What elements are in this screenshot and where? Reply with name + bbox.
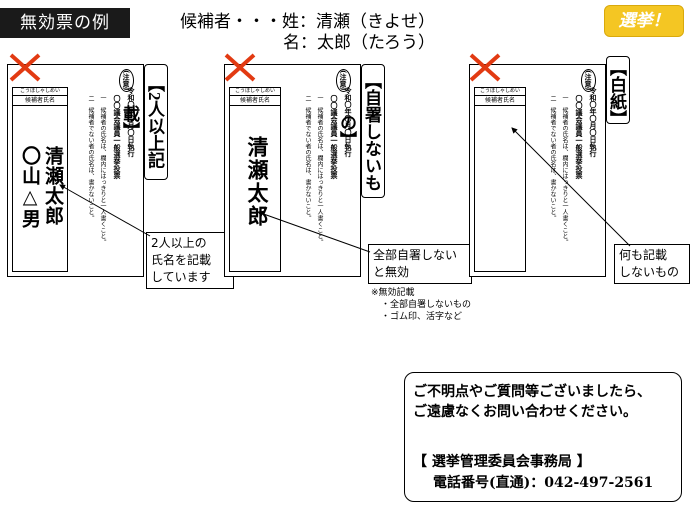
ballot-title: 〇〇議会議員一般選挙投票: [330, 95, 339, 179]
callout-line: 2人以上の: [151, 236, 207, 250]
category-label-multiple: 【2人以上記載】: [120, 64, 168, 180]
callout-blank: 何も記載 しないもの: [614, 244, 690, 284]
invalid-notes-title: ※無効記載: [371, 288, 415, 298]
contact-line-1: ご不明点やご質問等ございましたら、: [413, 384, 651, 400]
ballot-note-2: 二 候補者でない者の氏名は、書かないこと。: [549, 95, 556, 221]
office-name: 【 選挙管理委員会事務局 】: [413, 454, 591, 470]
ballot-note-2: 二 候補者でない者の氏名は、書かないこと。: [87, 95, 94, 221]
callout-line: しないもの: [619, 265, 680, 279]
invalid-cross-icon: [9, 53, 41, 82]
ballot-title: 〇〇議会議員一般選挙投票: [113, 95, 122, 179]
invalid-cross-icon: [469, 53, 501, 82]
ballot-heading: 令和〇年〇月〇日執行: [589, 87, 598, 157]
page-title: 無効票の例: [0, 8, 130, 38]
name-field-label: 候補者氏名: [13, 96, 67, 106]
invalid-cross-icon: [224, 53, 256, 82]
phone-number: 電話番号(直通)：042-497-2561: [433, 475, 654, 491]
callout-line: 全部自署しない: [373, 248, 458, 262]
callout-line: 何も記載: [619, 248, 668, 262]
invalid-note-item: ・全部自署しないもの: [381, 300, 472, 310]
candidate-name-box: こうほしゃしめい 候補者氏名: [474, 87, 526, 272]
invalid-note-item: ・ゴム印、活字など: [381, 312, 463, 322]
callout-line: 氏名を記載: [151, 253, 212, 267]
written-name-2: 〇山△男: [19, 146, 41, 229]
ballot-card-2: (注意) 令和〇年〇月〇日執行 〇〇議会議員一般選挙投票 一 候補者の氏名は、欄…: [224, 64, 361, 277]
candidate-name-box: こうほしゃしめい 候補者氏名 清瀬太郎 〇山△男: [12, 87, 68, 272]
callout-not-handwritten: 全部自署しない と無効: [368, 244, 472, 284]
name-field-label: 候補者氏名: [475, 96, 525, 106]
ballot-note-1: 一 候補者の氏名は、欄内にはっきりと一人書くこと。: [561, 95, 568, 245]
contact-box: ご不明点やご質問等ございましたら、 ご遠慮なくお問い合わせください。 【 選挙管…: [404, 372, 682, 502]
chui-mark: (注意): [336, 69, 351, 92]
written-name-1: 清瀬太郎: [42, 146, 64, 226]
callout-multiple: 2人以上の 氏名を記載 しています: [146, 232, 234, 289]
candidate-surname: 候補者・・・姓：清瀬（きよせ）: [180, 12, 435, 32]
ballot-note-1: 一 候補者の氏名は、欄内にはっきりと一人書くこと。: [99, 95, 106, 245]
name-field-label: 候補者氏名: [230, 96, 280, 106]
election-badge: 選挙！: [604, 5, 684, 37]
kana-label: こうほしゃしめい: [13, 88, 67, 96]
ballot-title: 〇〇議会議員一般選挙投票: [575, 95, 584, 179]
category-label-blank: 【白紙】: [606, 56, 630, 127]
ballot-card-3: (注意) 令和〇年〇月〇日執行 〇〇議会議員一般選挙投票 一 候補者の氏名は、欄…: [469, 64, 606, 277]
chui-mark: (注意): [581, 69, 596, 92]
invalid-notes: ※無効記載 ・全部自署しないもの ・ゴム印、活字など: [371, 287, 471, 323]
kana-label: こうほしゃしめい: [230, 88, 280, 96]
ballot-card-1: (注意) 令和〇年〇月〇日執行 〇〇議会議員一般選挙投票 一 候補者の氏名は、欄…: [7, 64, 144, 277]
callout-line: しています: [151, 270, 211, 284]
ballot-heading: 令和〇年〇月〇日執行: [127, 87, 136, 157]
candidate-given-name: 名：太郎（たろう）: [283, 33, 435, 53]
callout-line: と無効: [373, 265, 410, 279]
chui-mark: (注意): [119, 69, 134, 92]
ballot-note-1: 一 候補者の氏名は、欄内にはっきりと一人書くこと。: [316, 95, 323, 245]
contact-line-2: ご遠慮なくお問い合わせください。: [413, 404, 637, 420]
ballot-heading: 令和〇年〇月〇日執行: [344, 87, 353, 157]
category-label-not-handwritten: 【自署しないもの】: [337, 64, 385, 198]
ballot-note-2: 二 候補者でない者の氏名は、書かないこと。: [304, 95, 311, 221]
kana-label: こうほしゃしめい: [475, 88, 525, 96]
